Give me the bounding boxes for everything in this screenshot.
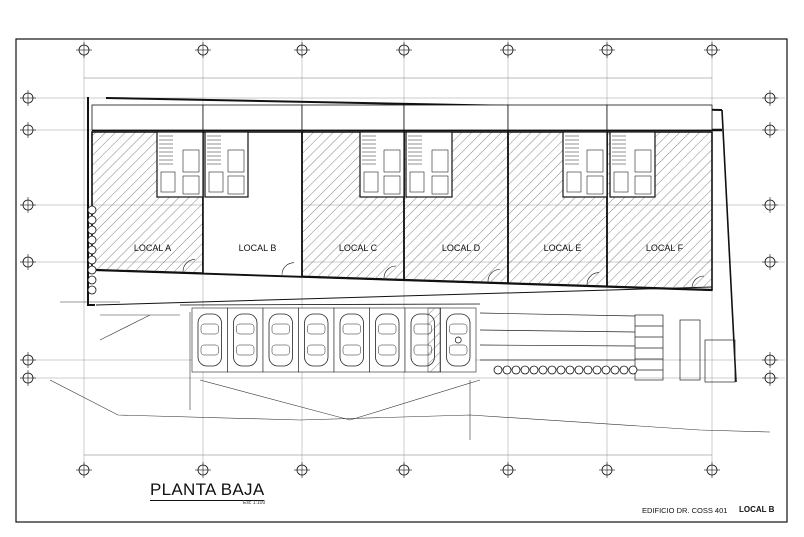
project-label: LOCAL B (739, 505, 775, 514)
local-label: LOCAL A (134, 243, 171, 253)
site-lines (49, 301, 771, 440)
grid-axis-marker (762, 197, 778, 213)
planter (87, 285, 97, 295)
local-label: LOCAL C (339, 243, 378, 253)
grid-axis-marker (762, 370, 778, 386)
sheet-frame (15, 38, 788, 523)
parking-stall (440, 307, 477, 373)
parking-stall (262, 307, 299, 373)
ramp-area (479, 312, 736, 383)
grid-axis-marker (762, 122, 778, 138)
planter (493, 365, 503, 375)
parking-stall (298, 307, 335, 373)
grid-axis-marker (20, 254, 36, 270)
grid-axis-marker (20, 90, 36, 106)
parking-area (191, 307, 477, 373)
grid-axis-marker (20, 370, 36, 386)
grid-axis-marker (704, 462, 720, 478)
grid-axis-marker (20, 352, 36, 368)
planter (592, 365, 602, 375)
grid-axis-marker (76, 462, 92, 478)
local-label: LOCAL B (239, 243, 277, 253)
grid-axis-marker (20, 197, 36, 213)
planter (511, 365, 521, 375)
service-core (609, 131, 656, 198)
planter (628, 365, 638, 375)
grid-axis-marker (762, 90, 778, 106)
grid-axis-marker (762, 254, 778, 270)
planter (87, 205, 97, 215)
service-core (156, 131, 204, 198)
planter (87, 225, 97, 235)
grid-axis-marker (396, 462, 412, 478)
service-core (359, 131, 405, 198)
parking-stall (227, 307, 264, 373)
planter (502, 365, 512, 375)
planter (610, 365, 620, 375)
local-label: LOCAL F (646, 243, 684, 253)
planter (547, 365, 557, 375)
planter (87, 275, 97, 285)
grid-axis-marker (500, 42, 516, 58)
planter (556, 365, 566, 375)
grid-axis-marker (76, 42, 92, 58)
grid-axis-marker (704, 42, 720, 58)
grid-axis-marker (500, 462, 516, 478)
planter (601, 365, 611, 375)
parking-stall (191, 307, 228, 373)
grid-axis-marker (195, 462, 211, 478)
parking-stall (333, 307, 370, 373)
plan-title: PLANTA BAJA (150, 480, 265, 501)
parking-stall (369, 307, 406, 373)
grid-axis-marker (599, 42, 615, 58)
planter (87, 235, 97, 245)
planter-circles (87, 205, 638, 375)
grid-axis-marker (294, 462, 310, 478)
grid-axis-markers (20, 42, 778, 478)
service-cores (156, 131, 656, 198)
service-core (204, 131, 249, 198)
grid-axis-marker (294, 42, 310, 58)
planter (619, 365, 629, 375)
building-label: EDIFICIO DR. COSS 401 (642, 506, 728, 515)
service-core (562, 131, 608, 198)
planter (520, 365, 530, 375)
planter (538, 365, 548, 375)
planter (583, 365, 593, 375)
local-label: LOCAL D (442, 243, 481, 253)
grid-axis-marker (762, 352, 778, 368)
service-core (405, 131, 453, 198)
planter (565, 365, 575, 375)
grid-axis-marker (20, 122, 36, 138)
grid-axis-marker (195, 42, 211, 58)
planter (87, 215, 97, 225)
planter (87, 255, 97, 265)
local-label: LOCAL E (544, 243, 582, 253)
planter (574, 365, 584, 375)
grid-axis-marker (599, 462, 615, 478)
accessible-parking-icon (454, 336, 462, 344)
planter (529, 365, 539, 375)
planter (87, 245, 97, 255)
plan-scale: Esc 1:100 (243, 500, 266, 506)
grid-axis-marker (396, 42, 412, 58)
planter (87, 265, 97, 275)
